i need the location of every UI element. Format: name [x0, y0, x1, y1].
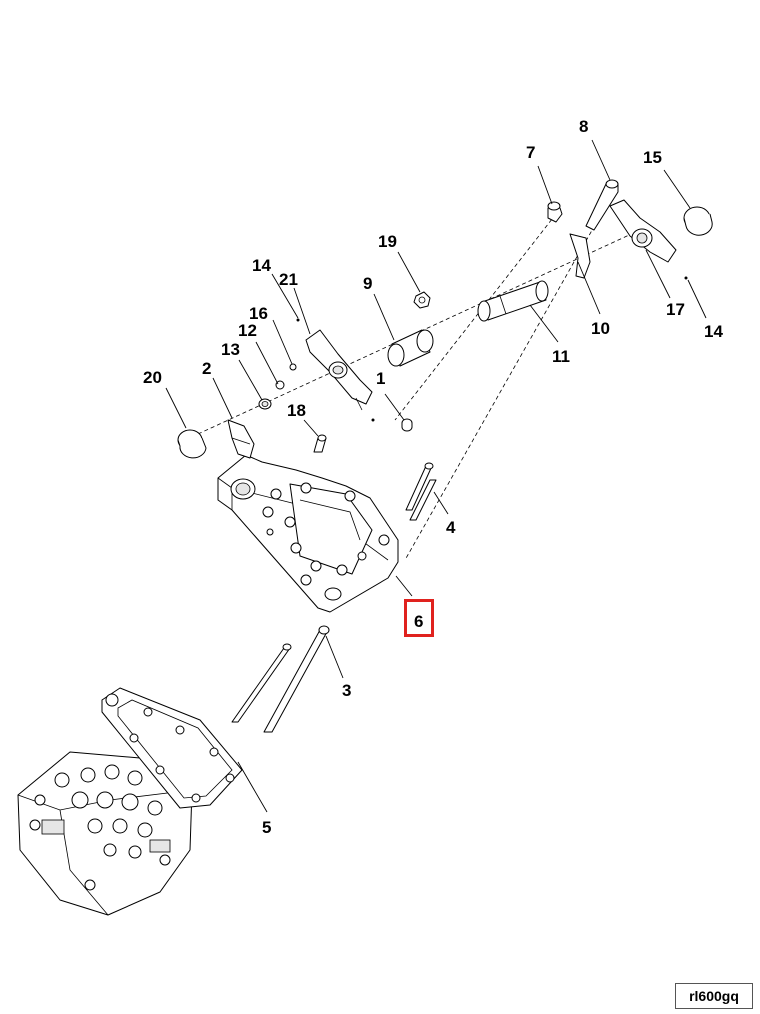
end-plug-left-part [177, 429, 207, 459]
callout-4: 4 [446, 518, 456, 537]
callout-2: 2 [202, 359, 211, 378]
cylinder-head-part [17, 751, 193, 916]
callout-5: 5 [262, 818, 271, 837]
bolts-part [547, 179, 619, 231]
push-rods-part [231, 625, 330, 733]
callout-1: 1 [376, 369, 385, 388]
rocker-bracket-left-part [227, 419, 255, 459]
rocker-shaft-part [477, 280, 549, 322]
rocker-housing-part [217, 454, 399, 613]
studs-part [405, 462, 437, 521]
highlight-box [404, 599, 434, 637]
callout-17: 17 [666, 300, 685, 319]
callout-3: 3 [342, 681, 351, 700]
leader-lines [165, 139, 707, 813]
assembly-axis-lines [197, 194, 641, 561]
rocker-arm-right-part [609, 199, 688, 280]
callout-13: 13 [221, 340, 240, 359]
rocker-bracket-right-part [569, 233, 591, 279]
callout-19: 19 [378, 232, 397, 251]
callout-labels: 1 2 3 4 5 6 7 8 9 10 11 12 13 14 14 15 1… [143, 117, 723, 837]
callout-21: 21 [279, 270, 298, 289]
callout-8: 8 [579, 117, 588, 136]
callout-15: 15 [643, 148, 662, 167]
plug-and-nut-part [387, 291, 434, 367]
reference-code-label: rl600gq [675, 983, 753, 1009]
callout-11: 11 [552, 347, 570, 366]
rocker-arm-left-part [305, 329, 373, 411]
callout-7: 7 [526, 143, 535, 162]
gasket-part [101, 687, 243, 809]
callout-10: 10 [591, 319, 610, 338]
bushing-part [401, 418, 413, 432]
callout-14-right: 14 [704, 322, 723, 341]
end-plug-right-part [683, 206, 713, 236]
callout-18: 18 [287, 401, 306, 420]
callout-20: 20 [143, 368, 162, 387]
callout-9: 9 [363, 274, 372, 293]
callout-6: 6 [414, 612, 423, 631]
callout-14-left: 14 [252, 256, 271, 275]
callout-12: 12 [238, 321, 257, 340]
small-fittings-part [258, 318, 375, 453]
callout-16: 16 [249, 304, 268, 323]
